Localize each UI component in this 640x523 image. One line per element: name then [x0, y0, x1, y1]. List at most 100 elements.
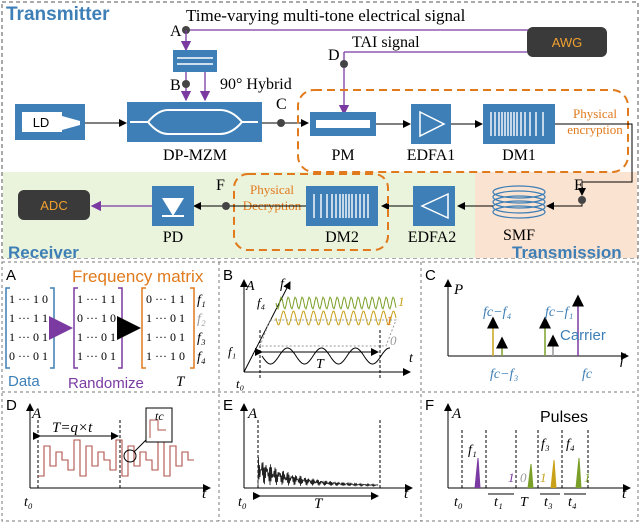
- f-label-3: f₃: [197, 331, 206, 346]
- transmission-region: [475, 172, 637, 258]
- f-t3-label: t₃: [544, 495, 553, 510]
- signal-d-label: TAI signal: [352, 34, 420, 51]
- point-f: F: [216, 177, 225, 194]
- rand-row-3: 1 ··· 0 1: [77, 330, 116, 344]
- c-fc-label: fc: [582, 367, 593, 382]
- panel-a: A Frequency matrix 1 ··· 1 0 1 ··· 1 1 1…: [5, 267, 206, 392]
- point-f-dot: [222, 202, 230, 210]
- phys-enc-1: Physical: [573, 106, 617, 121]
- freq-row-3: 1 ··· 0 1: [146, 330, 185, 344]
- panel-b-tag: B: [223, 267, 233, 284]
- e-t0-label: t₀: [238, 495, 247, 510]
- decryption-region: [233, 173, 389, 251]
- c-label-2: fc−f₁: [545, 305, 573, 320]
- smf-coil: [492, 185, 546, 219]
- rand-row-4: 1 ··· 0 1: [77, 349, 116, 363]
- c-x-label: f: [620, 352, 626, 368]
- ld-inner: [22, 112, 62, 132]
- panels-grid: [1, 261, 639, 522]
- f-t1-label: t₁: [494, 495, 503, 510]
- t-label: T: [176, 374, 186, 390]
- f-T-label: T: [520, 495, 529, 510]
- transmission-label: Transmission: [512, 243, 622, 262]
- phys-enc-2: encryption: [567, 122, 623, 137]
- pd-label: PD: [163, 229, 183, 246]
- edfa1-label: EDFA1: [407, 147, 456, 164]
- panel-d-tag: D: [6, 397, 17, 414]
- b-f4-label: f₄: [257, 295, 266, 310]
- pm-label: PM: [331, 147, 354, 164]
- f-t4-label: t₄: [568, 495, 577, 510]
- freq-row-2: 1 ··· 0 1: [146, 311, 185, 325]
- f-f3-label: f₃: [541, 437, 550, 452]
- rand-row-1: 1 ··· 1 1: [77, 292, 116, 306]
- point-b-dot: [182, 80, 190, 88]
- signal-a-label: Time-varying multi-tone electrical signa…: [186, 6, 466, 25]
- point-a: A: [170, 23, 182, 40]
- ld-label: LD: [33, 115, 50, 130]
- b-f-label: f: [280, 277, 286, 292]
- f-zero-label: 0: [520, 470, 527, 485]
- d-x-label: t: [202, 486, 207, 502]
- encryption-region: [297, 89, 629, 173]
- phys-dec-1: Physical: [250, 182, 294, 197]
- transmitter-label: Transmitter: [6, 4, 110, 25]
- data-row-2: 1 ··· 1 1: [9, 311, 48, 325]
- point-d: D: [328, 47, 340, 64]
- panel-c-tag: C: [425, 267, 436, 284]
- dpmzm-label: DP-MZM: [163, 147, 227, 164]
- f-label-2: f₂: [197, 312, 206, 327]
- dm2-box: [306, 186, 378, 226]
- f-one-3: 1: [584, 470, 591, 485]
- dpmzm-box: [127, 102, 262, 142]
- b-y-label: A: [245, 279, 255, 294]
- panel-e: E A t t₀ T: [223, 397, 413, 512]
- b-one-label: 1: [398, 294, 405, 309]
- hybrid-label: 90° Hybrid: [220, 76, 292, 93]
- panel-f-tag: F: [425, 397, 434, 414]
- f-y-label: A: [451, 406, 462, 422]
- system-diagram: Transmitter Receiver Transmission Time-v…: [1, 1, 639, 262]
- panel-b: B A f t f₄ f₁ t₀ T 1 1 0: [223, 267, 414, 391]
- edfa2-label: EDFA2: [408, 229, 457, 246]
- hybrid-box: [173, 50, 217, 72]
- freq-row-4: 1 ··· 1 0: [146, 349, 185, 363]
- point-c-dot: [277, 119, 285, 127]
- dm2-label: DM2: [325, 229, 359, 246]
- receiver-label: Receiver: [8, 243, 79, 262]
- point-c: C: [276, 96, 287, 113]
- f-one-1: 1: [508, 470, 515, 485]
- c-carrier-label: Carrier: [560, 327, 606, 344]
- awg-label: AWG: [552, 35, 583, 50]
- b-x-label: t: [409, 351, 414, 366]
- f-pulses-label: Pulses: [540, 409, 588, 426]
- b-t0-label: t₀: [236, 376, 244, 391]
- b-zero-label: 0: [390, 333, 397, 348]
- panel-a-tag: A: [6, 267, 16, 284]
- b-T-label: T: [316, 357, 325, 372]
- data-label: Data: [8, 373, 40, 390]
- c-label-1: fc−f₄: [483, 305, 511, 320]
- awg-box: [527, 27, 607, 57]
- b-one-label-2: 1: [386, 313, 393, 328]
- e-y-label: A: [247, 406, 258, 422]
- f-x-label: t: [622, 486, 627, 502]
- f-label-1: f₁: [197, 293, 206, 308]
- f-f4-label: f₄: [566, 437, 575, 452]
- point-e-dot: [578, 196, 586, 204]
- adc-box: [18, 190, 90, 220]
- b-f1-label: f₁: [228, 344, 236, 359]
- c-label-3: fc−f₃: [490, 367, 518, 382]
- randomize-label: Randomize: [68, 375, 144, 392]
- f-t0-label: t₀: [454, 495, 463, 510]
- freq-row-1: 0 ··· 1 1: [146, 292, 185, 306]
- data-row-3: 1 ··· 0 1: [9, 330, 48, 344]
- c-y-label: P: [453, 282, 463, 298]
- e-x-label: t: [404, 486, 409, 502]
- dm1-label: DM1: [502, 147, 536, 164]
- panel-e-tag: E: [223, 397, 233, 414]
- adc-label: ADC: [40, 198, 67, 213]
- point-b: B: [170, 77, 181, 94]
- point-e: E: [574, 177, 584, 194]
